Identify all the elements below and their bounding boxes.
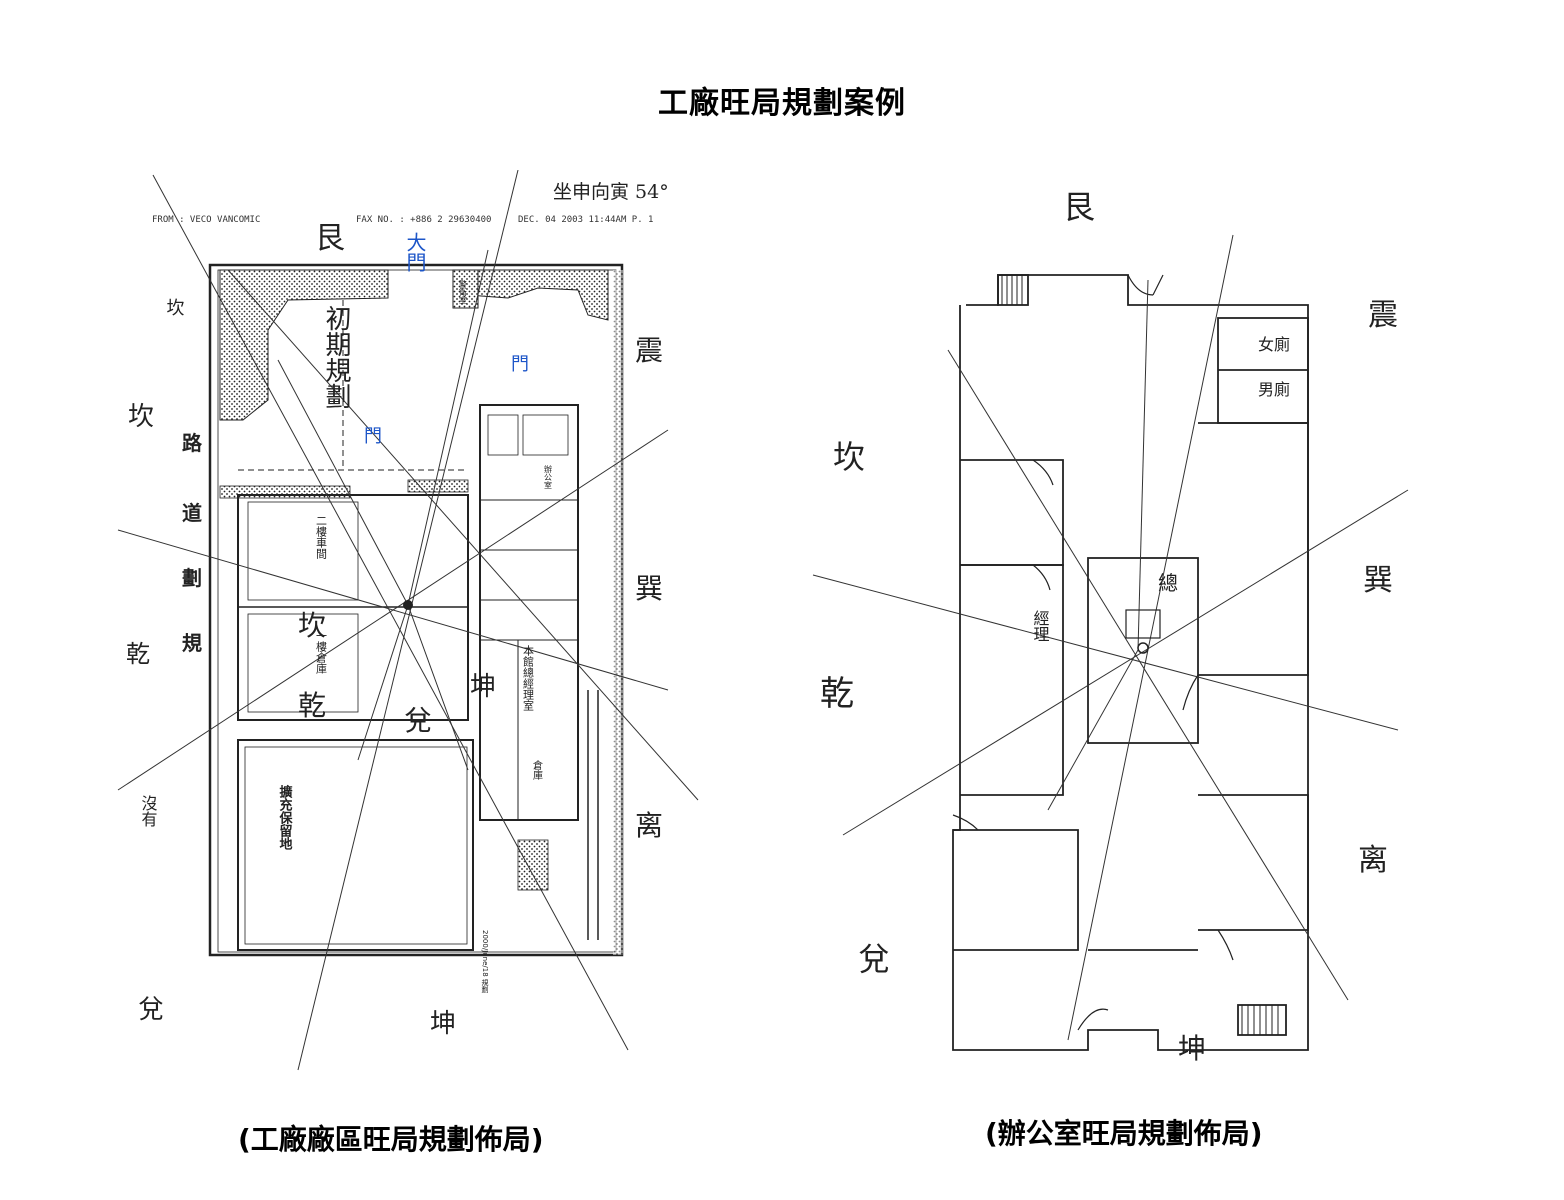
dir-bottom: 坤 xyxy=(430,1009,456,1039)
dir-right-bottom: 离 xyxy=(635,809,663,842)
office-plan-drawing: 女廁 男廁 總 經理 艮 震 巽 离 坤 兌 乾 坎 xyxy=(808,170,1418,1070)
dir-right-mid: 巽 xyxy=(1363,563,1393,598)
kun-note: 坤 xyxy=(470,672,496,702)
bagua-lines xyxy=(117,170,699,1071)
door-note-1: 門 xyxy=(364,426,382,447)
men-restroom-label: 男廁 xyxy=(1258,380,1290,399)
dir-left-bottom: 兌 xyxy=(138,995,164,1025)
road-char-3: 道 xyxy=(182,501,202,525)
office-plan-panel: 女廁 男廁 總 經理 艮 震 巽 离 坤 兌 乾 坎 xyxy=(808,170,1418,1070)
factory-plan-drawing: FROM : VECO VANCOMIC FAX NO. : +886 2 29… xyxy=(108,170,708,1080)
road-char-1: 規 xyxy=(182,631,202,655)
women-restroom-label: 女廁 xyxy=(1258,335,1290,354)
factory-plan-panel: FROM : VECO VANCOMIC FAX NO. : +886 2 29… xyxy=(108,170,708,1080)
dir-right-top: 震 xyxy=(1368,298,1398,333)
plan-note: 初期規劃 xyxy=(321,305,351,409)
annex-label: 本館總經理室 xyxy=(522,644,535,711)
orientation-note: 坐申向寅 54° xyxy=(553,181,669,203)
room-one-label: 一樓倉庫 xyxy=(315,630,328,675)
fax-number: FAX NO. : +886 2 29630400 xyxy=(356,215,491,225)
dir-right-bottom: 离 xyxy=(1358,843,1388,878)
center-label: 總 xyxy=(1158,571,1178,595)
dir-top: 艮 xyxy=(1063,188,1095,226)
road-char-2: 劃 xyxy=(182,566,202,590)
kan-note: 坎 xyxy=(298,609,326,642)
dir-left-top: 坎 xyxy=(833,438,865,476)
expansion-label: 擴充保留地 xyxy=(277,784,294,851)
manager-label: 經理 xyxy=(1031,610,1050,642)
page-title: 工廠旺局規劃案例 xyxy=(658,86,906,121)
dir-right-top: 震 xyxy=(635,334,663,367)
fax-date: DEC. 04 2003 11:44AM P. 1 xyxy=(518,215,653,225)
dir-left-mid: 乾 xyxy=(126,640,150,668)
big-door-note: 大門 xyxy=(403,232,427,272)
office-plan-caption: (辦公室旺局規劃佈局) xyxy=(985,1117,1263,1150)
room-two-label: 二樓車間 xyxy=(315,515,328,560)
road-left-vertical: 坎 xyxy=(164,298,185,316)
road-char-4: 路 xyxy=(182,431,203,455)
guard-label: 警衛室 xyxy=(459,279,468,304)
dir-left-top: 坎 xyxy=(128,402,154,432)
storage-label: 倉庫 xyxy=(531,759,543,781)
office-label: 辦公室 xyxy=(544,464,553,489)
dir-right-mid: 巽 xyxy=(635,572,663,605)
factory-plan-caption: (工廠廠區旺局規劃佈局) xyxy=(238,1123,544,1156)
door-note-2: 門 xyxy=(511,354,529,375)
dir-left-bottom: 兌 xyxy=(858,940,890,978)
road-left-text: 沒有 xyxy=(139,795,158,828)
road-label: 規 劃 道 路 xyxy=(182,431,203,655)
dir-left-mid: 乾 xyxy=(820,674,854,714)
stamp-label: 2000/June/18 規劃 xyxy=(481,930,489,994)
dui-note: 兌 xyxy=(404,704,432,737)
dir-bottom: 坤 xyxy=(1178,1032,1206,1065)
dir-top: 艮 xyxy=(315,221,345,256)
fax-from: FROM : VECO VANCOMIC xyxy=(152,215,260,225)
qian-note: 乾 xyxy=(298,689,326,722)
